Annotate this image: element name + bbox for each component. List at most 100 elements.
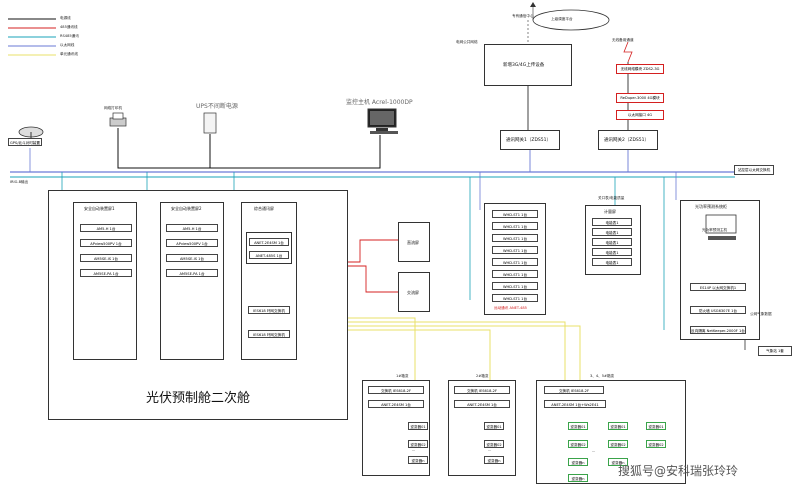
panel-3-item-1: ANET-2E4SM 1台 [249,238,289,246]
field-3-switch: 交换机 IES618-2F [544,386,604,394]
gps-sub-label: IRIG-B输出 [10,180,29,184]
cloud-sub-label: 专有通信中心 [512,14,534,18]
panel-2-item-1: AM5-H 1台 [166,224,218,232]
panel-2-item-3: AM5SE-IS 1台 [166,254,218,262]
legend-label-ethernet: 以太网线 [60,43,75,47]
panel-1-item-4: AM5SE-PA 1台 [80,269,132,277]
field-3-inv-c1: 逆变器01 [646,422,666,430]
field-box-2 [448,380,516,476]
meter-footer: 远动通讯 ANET-485 [494,306,527,310]
field-1-inv-2: 逆变器02 [408,440,428,448]
panel-3-switch-2: IES618 环网交换机 [248,330,290,338]
meter2-header: 关口表/电能质量 [598,196,625,200]
dc-panel: 直流屏 [398,222,430,262]
meter2-item-3: 电能表1 [592,238,632,246]
field-2-inv-2: 逆变器02 [484,440,504,448]
network-label: 电网公共网络 [456,40,478,44]
forecast-item-1: ES14P 以太网交换机1 [690,283,746,291]
meter2-item-1: 电能表1 [592,218,632,226]
monitor-icon [367,108,398,134]
printer-label: 网络打印机 [104,106,122,110]
forecast-item-3: 反向隔离 NetKeeper-2000F 1台 [690,326,746,334]
watermark-text: 搜狐号@安科瑞张玲玲 [618,464,739,478]
panel-3-title: 综合通讯屏 [254,206,274,211]
legend-label-485: 485通讯线 [60,25,78,29]
field-3-inv-b3: 逆变器n [608,458,628,466]
field-box-3 [536,380,686,484]
field-3-inv-b1: 逆变器01 [608,422,628,430]
meter2-title: 计量屏 [604,209,616,214]
field-1-inv-1: 逆变器01 [408,422,428,430]
gateway-1-label: 通讯网关1（ZDS51） [506,138,551,143]
upload-device-box: 新增3G/4G上传设备 [484,44,572,86]
legend-label-rs485: RS485通讯 [60,34,79,38]
gateway-1: 通讯网关1（ZDS51） [500,130,560,150]
ups-label: UPS不间断电源 [196,103,238,110]
field-2-inv-n: 逆变器n [484,456,504,464]
panel-3-switch-1: IES618 环网交换机 [248,306,290,314]
forecast-item-2: 防火墙 USG6307E 1台 [690,306,746,314]
field-3-inv-a2: 逆变器02 [568,440,588,448]
field-3-inv-c2: 逆变器02 [646,440,666,448]
meter-item-8: WHD-ST1 1台 [492,294,538,302]
field-3-inv-a4: 逆变器n [568,474,588,482]
right-dev-1: 无线网络模块 ZDS2-3G [616,64,664,74]
field-3-inv-b2: 逆变器02 [608,440,628,448]
forecast-cabinet-title: 光功率预测系统柜 [695,204,727,209]
field-2-inv-1: 逆变器01 [484,422,504,430]
meter-item-4: WHD-ST1 1台 [492,246,538,254]
panel-3-group [246,232,292,264]
panel-2-item-4: AM5SE-PA 1台 [166,269,218,277]
gps-device: GPS/北斗对时装置 [8,138,42,146]
meter-item-1: WHD-ST1 1台 [492,210,538,218]
field-3-ellipsis: ··· [592,450,596,454]
right-dev-3: 以太网接口 4G [616,110,664,120]
meter-item-7: WHD-ST1 1台 [492,282,538,290]
public-weather-label: 公网气象数据 [750,312,772,316]
panel-3-item-2: ANET-485S 1台 [249,251,289,259]
field-3-inv-a1: 逆变器01 [568,422,588,430]
field-1-switch: 交换机 IES618-2F [368,386,424,394]
panel-1-title: 安全自动装置屏1 [84,206,115,211]
field-2-ellipsis: ··· [488,449,492,453]
field-2-device: ANET-2E4SM 1台 [454,400,510,408]
panel-2-item-2: APview500PV 1台 [166,239,218,247]
weather-station: 气象站 1套 [758,346,792,356]
main-switch: 站控层以太网交换机 [734,165,774,175]
legend-label-power: 电源线 [60,16,71,20]
field-3-inv-a3: 逆变器n [568,458,588,466]
panel-1-item-2: APview500PV 1台 [80,239,132,247]
gateway-2-label: 通讯网关2（ZDS51） [604,138,649,143]
dc-panel-label: 直流屏 [407,240,419,245]
gateway-2: 通讯网关2（ZDS51） [598,130,658,150]
meter-item-2: WHD-ST1 1台 [492,222,538,230]
meter2-item-4: 电能表1 [592,248,632,256]
field-1-device: ANET-2E4SM 1台 [368,400,424,408]
meter2-item-2: 电能表1 [592,228,632,236]
ups-icon [203,112,217,134]
antenna-label: 无线备用通道 [612,38,634,42]
meter2-item-5: 电能表1 [592,258,632,266]
ac-panel-label: 交流屏 [407,290,419,295]
right-dev-2: ReDuper-3000 4G模块 [616,93,664,103]
field-2-switch: 交换机 IES618-2F [454,386,510,394]
cloud-label: 上级调度平台 [551,17,573,21]
forecast-host-icon [705,214,737,240]
power-line [117,128,381,169]
meter-item-6: WHD-ST1 1台 [492,270,538,278]
panel-1-item-1: AM5-H 1台 [80,224,132,232]
forecast-host-label: 光功率预测主机 [702,228,728,232]
monitor-label: 监控主机 Acrel-1000DP [346,99,413,106]
panel-2-title: 安全自动装置屏2 [171,206,202,211]
panel-1-item-3: AM5SE-IS 1台 [80,254,132,262]
field-3-device: ANET-2E4SM 1台+Ws2E41 [544,400,606,408]
printer-icon [109,112,127,127]
cabin-title: 光伏预制舱二次舱 [146,391,251,406]
field-label-3: 3、4、5#箱变 [590,374,615,378]
meter-item-5: WHD-ST1 1台 [492,258,538,266]
field-label-1: 1#箱变 [396,374,409,378]
field-label-2: 2#箱变 [476,374,489,378]
ac-panel: 交流屏 [398,272,430,312]
upload-device-label: 新增3G/4G上传设备 [503,63,545,68]
